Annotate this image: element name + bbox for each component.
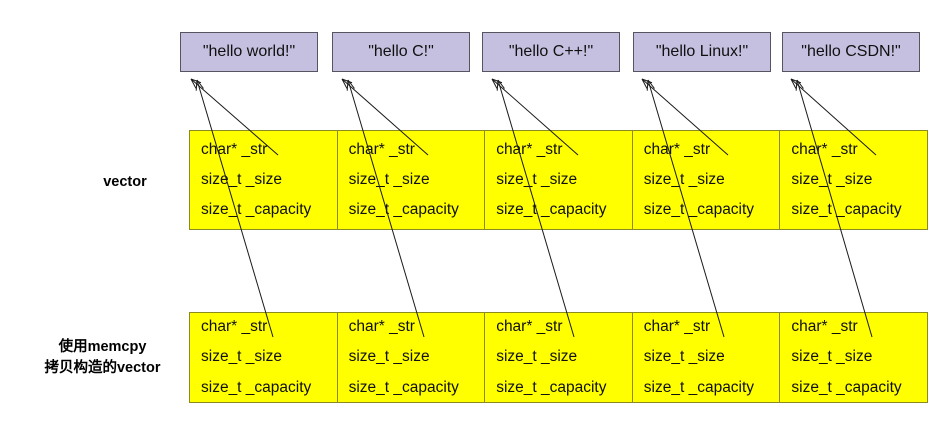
vector-row-memcpy-copy: char* _str size_t _size size_t _capacity… — [189, 312, 928, 403]
field-size: size_t _size — [496, 348, 578, 366]
field-str: char* _str — [496, 140, 563, 158]
field-capacity: size_t _capacity — [201, 201, 312, 219]
string-literal-box-1: "hello C!" — [332, 32, 470, 72]
vector-cell: char* _str size_t _size size_t _capacity — [190, 313, 338, 402]
vector-cell: char* _str size_t _size size_t _capacity — [190, 131, 338, 229]
field-str: char* _str — [348, 318, 415, 336]
vector-cell: char* _str size_t _size size_t _capacity — [337, 131, 486, 229]
field-size: size_t _size — [348, 170, 430, 188]
field-size: size_t _size — [201, 348, 282, 366]
field-str: char* _str — [643, 318, 711, 336]
string-literal-label: "hello world!" — [202, 43, 296, 60]
field-capacity: size_t _capacity — [791, 201, 902, 219]
row-label-vector: vector — [65, 172, 185, 193]
vector-cell: char* _str size_t _size size_t _capacity — [485, 313, 633, 402]
field-str: char* _str — [791, 318, 858, 336]
field-capacity: size_t _capacity — [643, 378, 755, 396]
field-str: char* _str — [791, 140, 858, 158]
field-capacity: size_t _capacity — [496, 378, 607, 396]
field-size: size_t _size — [643, 170, 725, 188]
field-capacity: size_t _capacity — [496, 201, 607, 219]
string-literal-label: "hello C!" — [368, 43, 434, 60]
field-capacity: size_t _capacity — [348, 378, 459, 396]
field-str: char* _str — [201, 140, 268, 158]
vector-cell: char* _str size_t _size size_t _capacity — [632, 131, 781, 229]
string-literal-box-2: "hello C++!" — [482, 32, 620, 72]
string-literal-label: "hello C++!" — [508, 43, 594, 60]
field-size: size_t _size — [791, 170, 873, 188]
field-capacity: size_t _capacity — [201, 378, 312, 396]
row-label-memcpy-vector: 使用memcpy 拷贝构造的vector — [20, 337, 185, 379]
string-literal-box-3: "hello Linux!" — [633, 32, 771, 72]
field-capacity: size_t _capacity — [791, 378, 902, 396]
row-label-memcpy-line1: 使用memcpy — [58, 339, 147, 355]
vector-cell: char* _str size_t _size size_t _capacity — [780, 131, 927, 229]
row-label-vector-line1: vector — [103, 174, 147, 190]
vector-row-original: char* _str size_t _size size_t _capacity… — [189, 130, 928, 230]
vector-cell: char* _str size_t _size size_t _capacity — [485, 131, 633, 229]
field-size: size_t _size — [348, 348, 430, 366]
vector-cell: char* _str size_t _size size_t _capacity — [337, 313, 486, 402]
row-label-memcpy-line2: 拷贝构造的vector — [44, 360, 161, 377]
field-str: char* _str — [348, 140, 415, 158]
field-size: size_t _size — [201, 170, 282, 188]
field-size: size_t _size — [643, 348, 725, 366]
vector-cell: char* _str size_t _size size_t _capacity — [632, 313, 781, 402]
vector-cell: char* _str size_t _size size_t _capacity — [780, 313, 927, 402]
field-str: char* _str — [201, 318, 268, 336]
string-literal-box-4: "hello CSDN!" — [782, 32, 920, 72]
string-literal-label: "hello Linux!" — [655, 43, 749, 60]
string-literal-label: "hello CSDN!" — [801, 43, 901, 60]
field-size: size_t _size — [791, 348, 873, 366]
field-str: char* _str — [496, 318, 563, 336]
field-size: size_t _size — [496, 170, 578, 188]
field-capacity: size_t _capacity — [643, 201, 755, 219]
field-str: char* _str — [643, 140, 711, 158]
field-capacity: size_t _capacity — [348, 201, 459, 219]
string-literal-box-0: "hello world!" — [180, 32, 318, 72]
